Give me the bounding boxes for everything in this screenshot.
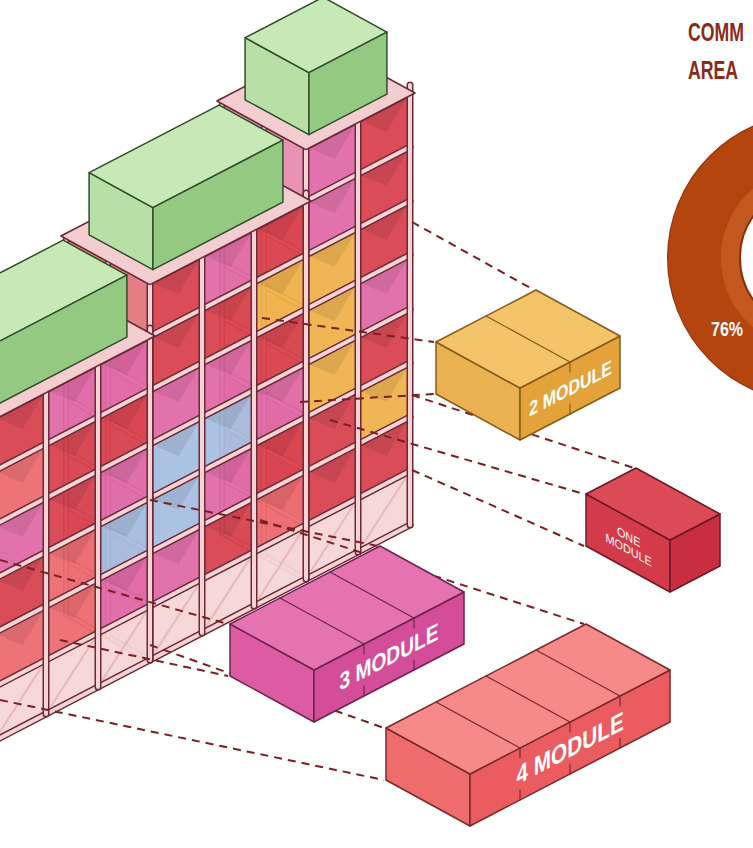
leader-line [60,640,228,676]
module-divider [363,644,364,654]
roof-box-front [153,140,283,270]
module-divider [536,650,620,696]
column [252,220,256,606]
label-holder: AREA [688,56,753,85]
module-divider [619,696,620,706]
donut-inner-band [730,176,753,340]
donut-ring [704,150,753,366]
donut-edge [668,114,753,402]
column [43,382,50,714]
module-top-face [230,546,464,670]
module-divider [330,572,414,618]
leader-line [412,470,584,546]
leader-line [412,222,534,290]
column [199,247,206,633]
column [304,193,308,579]
module-divider [569,404,570,414]
label-holder: COMM [688,18,753,47]
module-divider [363,686,364,696]
module-divider [436,702,520,748]
leader-line [150,500,378,546]
label-holder: 76% [711,318,751,340]
module-divider [519,790,520,800]
module-divider [619,738,620,748]
module-box: 3 MODULE [227,543,467,725]
module-box: 2 MODULE [433,287,623,443]
column [95,355,102,687]
percent-label: 76% [711,318,743,340]
module-box: ONE MODULE [583,465,723,595]
column [303,193,310,579]
column [407,85,414,525]
roof-box-front [0,275,127,405]
column [200,247,204,633]
donut-hole [740,186,753,330]
module-divider [486,676,570,722]
column [96,355,100,687]
module-divider [569,722,570,732]
module-divider [486,316,570,362]
leader-line [262,318,434,342]
chart-title: AREA [688,56,738,85]
column [147,328,154,660]
leader-line [0,560,228,624]
column [408,85,412,525]
module-divider [413,618,414,628]
module-divider [569,362,570,372]
module-outline [583,465,723,595]
leader-line [330,420,584,494]
module-divider [519,748,520,758]
module-top-face [386,624,670,774]
module-divider [280,598,364,644]
chart-title: COMM [688,18,744,47]
module-divider [413,660,414,670]
module-divider [569,764,570,774]
column [148,328,152,660]
module-top-face [586,468,720,540]
module-outline [383,621,673,829]
column [44,382,48,714]
module-box: 4 MODULE [383,621,673,829]
roof-box-front [309,32,387,135]
column [251,220,258,606]
